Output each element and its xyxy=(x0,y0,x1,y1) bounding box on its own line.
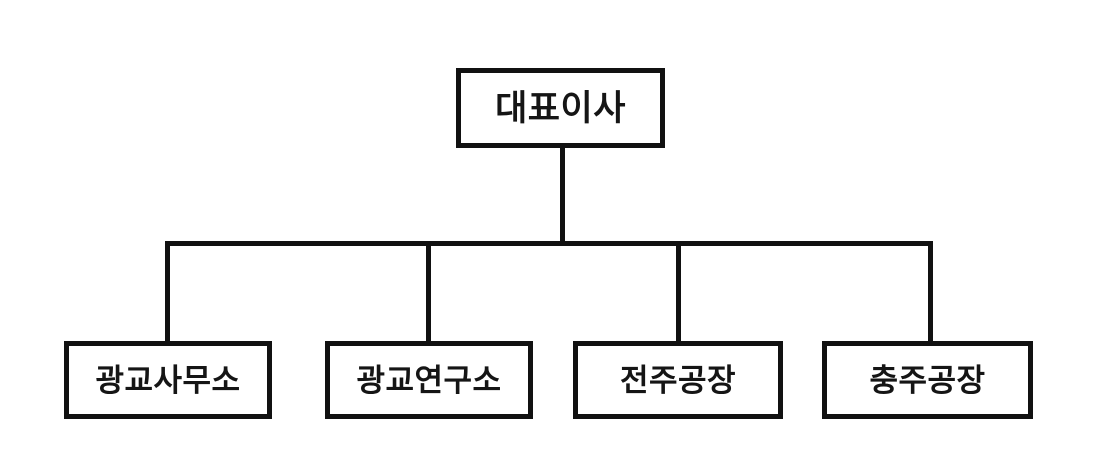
org-node-root-label: 대표이사 xyxy=(495,88,626,128)
org-node-child-1[interactable]: 광교사무소 xyxy=(64,341,272,419)
org-node-root[interactable]: 대표이사 xyxy=(456,68,665,148)
org-node-child-4-label: 충주공장 xyxy=(869,362,986,398)
org-node-child-3[interactable]: 전주공장 xyxy=(573,341,783,419)
connector-horizontal-bus xyxy=(167,241,933,246)
org-node-child-2[interactable]: 광교연구소 xyxy=(325,341,533,419)
connector-root-stem xyxy=(560,146,565,245)
org-node-child-4[interactable]: 충주공장 xyxy=(822,341,1033,419)
org-node-child-1-label: 광교사무소 xyxy=(95,362,241,398)
connector-drop-3 xyxy=(676,241,681,343)
connector-drop-1 xyxy=(165,241,170,343)
connector-drop-4 xyxy=(928,241,933,343)
connector-drop-2 xyxy=(426,241,431,343)
org-node-child-3-label: 전주공장 xyxy=(619,362,737,398)
org-node-child-2-label: 광교연구소 xyxy=(356,362,502,398)
